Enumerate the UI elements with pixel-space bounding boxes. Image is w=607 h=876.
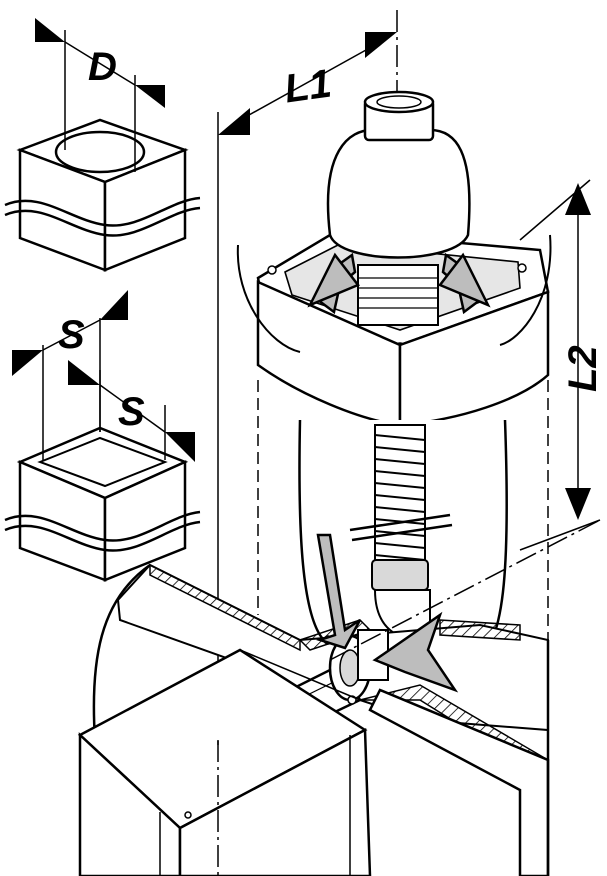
length-vertical-label: L2 [561, 345, 605, 392]
round-chimney-icon [4, 118, 201, 272]
airflow-arrows [307, 252, 491, 315]
length-vertical-dimension [519, 179, 601, 551]
side-a-label: S [58, 313, 85, 357]
square-chimney-icon [4, 426, 201, 582]
side-b-label: S [118, 390, 145, 434]
terminal-cone [326, 90, 471, 326]
diameter-dimension [35, 18, 165, 172]
axis-line-horizontal [329, 519, 601, 661]
length-horizontal-label: L1 [282, 62, 334, 112]
boiler-housing [77, 648, 372, 876]
flexible-pipe [349, 424, 453, 641]
length-horizontal-dimension [217, 10, 398, 740]
side-dimension-b [68, 360, 195, 462]
shaft-dashed-outline [257, 380, 549, 640]
diameter-label: D [88, 45, 117, 89]
chimney-wall-section [92, 563, 550, 876]
direction-arrows [315, 533, 459, 693]
